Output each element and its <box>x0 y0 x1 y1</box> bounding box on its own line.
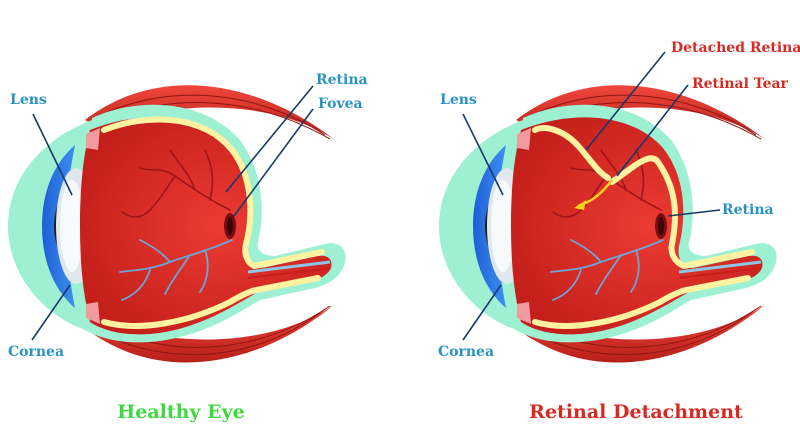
healthy-eye <box>6 83 348 364</box>
healthy-retina-label: Retina <box>316 72 368 88</box>
detached-retina-flap <box>532 125 611 181</box>
retinal-detachment-caption: Retinal Detachment <box>529 401 743 423</box>
retinal-tear-label: Retinal Tear <box>692 76 789 92</box>
detached-retina-label: Retina <box>722 202 774 218</box>
detached-retina-layer <box>609 155 755 270</box>
detached-cornea-label: Cornea <box>438 344 494 360</box>
healthy-retina-layer <box>101 116 325 270</box>
healthy-lens-label: Lens <box>10 92 47 108</box>
detached-retina-callout: Detached Retina <box>671 40 800 56</box>
detached-lens-label: Lens <box>440 92 477 108</box>
leader-lines <box>31 51 721 341</box>
healthy-cornea-label: Cornea <box>8 344 64 360</box>
healthy-fovea-label: Fovea <box>318 96 363 112</box>
healthy-eye-caption: Healthy Eye <box>117 401 244 423</box>
detached-eye <box>437 83 779 364</box>
